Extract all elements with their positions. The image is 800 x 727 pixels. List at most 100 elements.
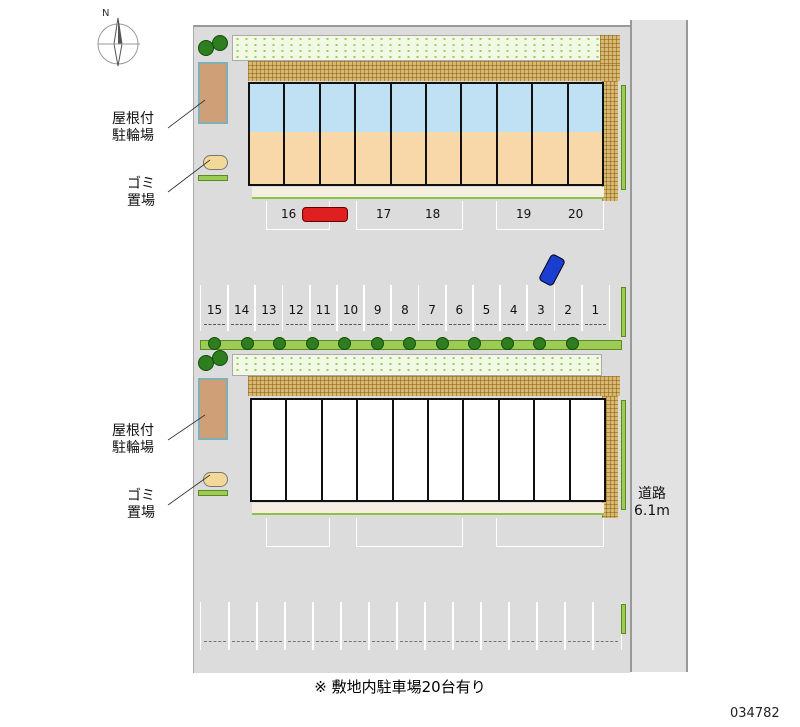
parking-bay — [266, 518, 330, 547]
unit-living-room — [356, 132, 390, 184]
unit-living-room — [393, 448, 427, 500]
unit-upper-rooms — [391, 84, 425, 133]
tree-icon — [533, 337, 546, 350]
unit-living-room — [499, 448, 534, 500]
hedge — [198, 175, 228, 181]
label-line: 駐輪場 — [112, 440, 154, 456]
parking-space — [508, 602, 538, 650]
parking-space — [200, 602, 230, 650]
unit-living-room — [497, 132, 532, 184]
parking-space: 1 — [580, 285, 610, 331]
label-line: ゴミ — [127, 488, 155, 504]
tree-icon — [370, 337, 384, 350]
unit-living-room — [570, 448, 604, 500]
garbage-label-1: ゴミ 置場 — [127, 176, 155, 210]
walkway-2 — [252, 503, 604, 515]
apartment-unit — [389, 82, 427, 186]
parking-space — [368, 602, 398, 650]
unit-living-room — [533, 132, 567, 184]
parking-space — [256, 602, 286, 650]
paving-side-2 — [602, 396, 618, 518]
apartment-unit — [460, 82, 498, 186]
hedge — [621, 287, 626, 337]
apartment-unit — [566, 82, 604, 186]
parking-space — [396, 602, 426, 650]
paving-side-1 — [602, 81, 618, 201]
tree-icon — [273, 337, 286, 350]
unit-upper-rooms — [320, 84, 355, 133]
tree-icon — [208, 337, 221, 350]
parking-number-18: 18 — [425, 207, 441, 221]
north-label: N — [102, 8, 109, 19]
apartment-unit — [495, 82, 534, 186]
parking-space — [536, 602, 566, 650]
unit-upper-rooms — [464, 400, 498, 449]
apartment-unit — [283, 82, 321, 186]
unit-upper-rooms — [285, 84, 319, 133]
parking-space: 3 — [526, 285, 556, 331]
apartment-unit — [320, 398, 359, 502]
paving-2 — [248, 376, 620, 396]
parking-space — [592, 602, 622, 650]
building-2 — [250, 398, 606, 502]
road-label: 道路 6.1m — [634, 486, 670, 520]
label-line: 置場 — [127, 193, 155, 209]
label-line: 道路 — [637, 486, 666, 502]
parking-space: 15 — [200, 285, 229, 331]
parking-space — [340, 602, 370, 650]
apartment-unit — [497, 398, 536, 502]
bike-shelter-label-2: 屋根付 駐輪場 — [112, 423, 154, 457]
parking-number-19: 19 — [516, 207, 532, 221]
parking-space: 8 — [390, 285, 420, 331]
label-line: 屋根付 — [112, 111, 154, 127]
unit-living-room — [429, 448, 463, 500]
parking-space: 5 — [472, 285, 501, 331]
property-id: 034782 — [730, 706, 780, 721]
parking-space: 12 — [281, 285, 311, 331]
apartment-unit — [427, 398, 465, 502]
unit-upper-rooms — [533, 84, 567, 133]
unit-upper-rooms — [287, 400, 321, 449]
apartment-unit — [285, 398, 323, 502]
unit-upper-rooms — [570, 400, 604, 449]
hedge — [621, 604, 626, 634]
unit-upper-rooms — [568, 84, 602, 133]
apartment-unit — [533, 398, 571, 502]
paving-1 — [248, 61, 620, 81]
apartment-unit — [462, 398, 500, 502]
unit-living-room — [464, 448, 498, 500]
apartment-unit — [318, 82, 357, 186]
unit-living-room — [285, 132, 319, 184]
hedge — [198, 490, 228, 496]
unit-upper-rooms — [499, 400, 534, 449]
tree-icon — [435, 337, 449, 350]
unit-living-room — [250, 132, 284, 184]
parking-space — [424, 602, 454, 650]
unit-upper-rooms — [429, 400, 463, 449]
tree-icon — [565, 337, 579, 350]
garbage-area-2 — [203, 472, 228, 487]
tree-icon — [468, 337, 481, 350]
unit-living-room — [462, 132, 496, 184]
apartment-unit — [356, 398, 394, 502]
parking-space: 11 — [308, 285, 338, 331]
compass-icon: N — [97, 8, 140, 67]
unit-upper-rooms — [462, 84, 496, 133]
unit-living-room — [535, 448, 569, 500]
parking-space — [284, 602, 314, 650]
tree-icon — [212, 350, 228, 366]
label-line: 屋根付 — [112, 423, 154, 439]
parking-bay — [496, 518, 604, 547]
parking-bay — [496, 201, 604, 230]
apartment-unit — [248, 82, 286, 186]
unit-upper-rooms — [535, 400, 569, 449]
parking-space: 6 — [444, 285, 474, 331]
bike-shelter-1 — [198, 62, 228, 124]
parking-space — [564, 602, 594, 650]
parking-number-17: 17 — [376, 207, 392, 221]
unit-upper-rooms — [322, 400, 357, 449]
tree-icon — [240, 337, 254, 350]
unit-living-room — [568, 132, 602, 184]
label-line: 置場 — [127, 505, 155, 521]
